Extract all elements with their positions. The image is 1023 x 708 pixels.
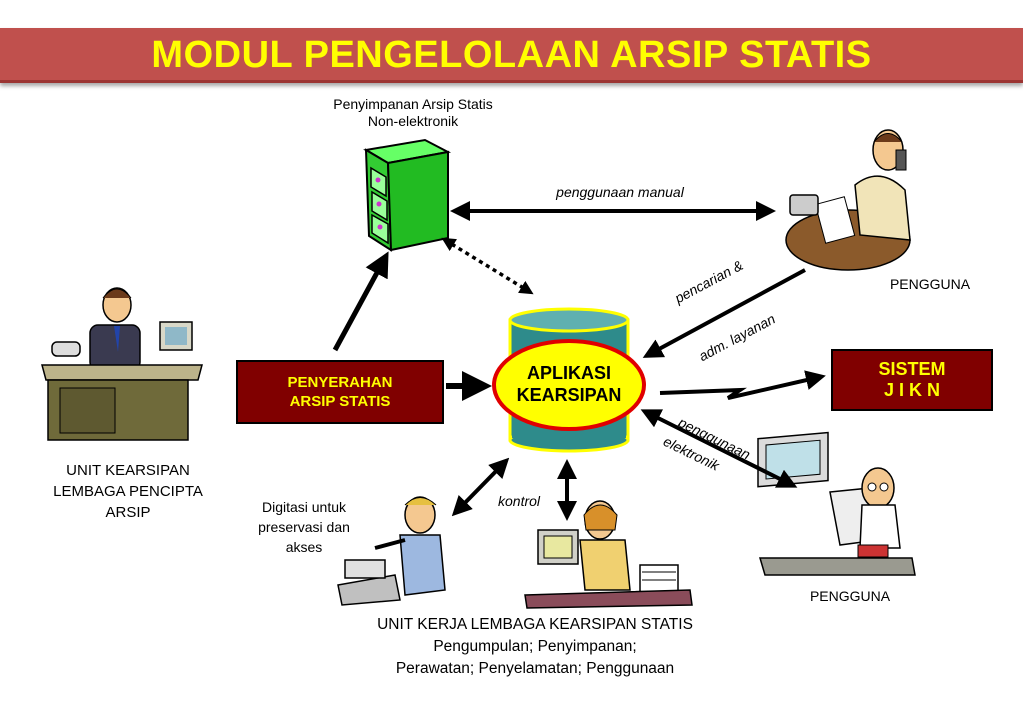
- user-top-label: PENGGUNA: [889, 276, 971, 292]
- user-on-phone-icon: [785, 129, 911, 271]
- label-control: kontrol: [498, 493, 541, 509]
- unit-statis-caption: UNIT KERJA LEMBAGA KEARSIPAN STATIS Peng…: [377, 616, 693, 677]
- clerk-at-desk-icon: [41, 287, 203, 441]
- user-bottom-label: PENGGUNA: [809, 588, 891, 604]
- scanner-operator-icon: [337, 496, 446, 606]
- sistem-jikn-box: SISTEM J I K N: [831, 349, 993, 411]
- app-label: APLIKASI KEARSIPAN: [516, 363, 622, 405]
- storage-caption: Penyimpanan Arsip Statis Non-elektronik: [333, 96, 493, 129]
- title-bar: [0, 28, 1023, 83]
- arrow-handover-to-storage: [332, 251, 389, 352]
- unit-creator-caption: UNIT KEARSIPAN LEMBAGA PENCIPTA ARSIP: [53, 462, 203, 521]
- database-cylinder-icon: [492, 307, 646, 453]
- handover-box: PENYERAHAN ARSIP STATIS: [236, 360, 444, 424]
- arrow-electronic-usage: [640, 409, 798, 488]
- arrow-app-to-jikn: [659, 370, 826, 400]
- archivist-at-computer-icon: [524, 500, 693, 609]
- filing-cabinet-icon: [363, 138, 452, 252]
- page-title: MODUL PENGELOLAAN ARSIP STATIS: [151, 34, 872, 76]
- arrow-digitize: [451, 457, 510, 517]
- arrow-user-search: [642, 268, 806, 358]
- computer-user-icon: [757, 431, 916, 576]
- digitize-caption: Digitasi untuk preservasi dan akses: [258, 499, 350, 555]
- label-manual-usage: penggunaan manual: [556, 184, 684, 200]
- arrow-storage-app-dotted: [441, 237, 534, 295]
